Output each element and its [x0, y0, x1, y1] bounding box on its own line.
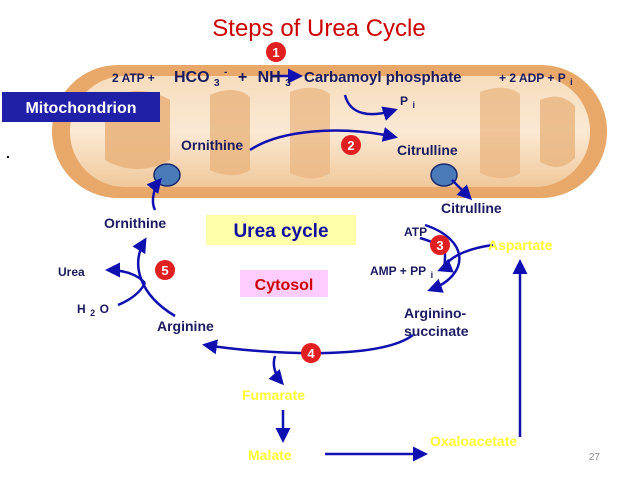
cyto-ornithine: Ornithine [104, 215, 166, 231]
water-h: H [77, 302, 86, 316]
page-title: Steps of Urea Cycle [212, 15, 425, 42]
pi-subscript: i [570, 77, 573, 87]
cytosol-label: Cytosol [255, 277, 314, 294]
step-badge-2-text: 2 [347, 138, 354, 153]
urea-cycle-label-box [206, 215, 356, 245]
arrow-pi-release [343, 94, 398, 121]
arrow-citrulline-export [451, 179, 473, 201]
step-badge-1-text: 1 [272, 45, 279, 60]
cyto-citrulline: Citrulline [441, 200, 502, 216]
argininosuccinate-line1: Arginino- [404, 305, 467, 321]
water-o: O [100, 302, 109, 316]
mito-ornithine: Ornithine [181, 137, 243, 153]
step-badge-5: 5 [155, 260, 175, 280]
arrow-amp-out [437, 254, 454, 273]
fumarate-label: Fumarate [242, 387, 305, 403]
urea-cycle-label: Urea cycle [233, 221, 328, 242]
hco3-label: HCO [174, 69, 210, 86]
amp-ppi-label: AMP + PP i [370, 262, 433, 280]
mito-citrulline: Citrulline [397, 142, 458, 158]
adp-products: + 2 ADP + P i [499, 69, 573, 87]
nh3-label: NH [258, 69, 281, 86]
mitochondrion-label-box [2, 92, 160, 122]
arrow-water-in [117, 282, 147, 307]
pi-text: P [400, 94, 408, 108]
plus-sign: + [238, 69, 247, 86]
top-reaction: 2 ATP + HCO 3 - + NH 3 [112, 62, 291, 90]
hco3-superscript: - [224, 67, 227, 78]
hco3-subscript: 3 [214, 78, 220, 89]
step-badge-3-text: 3 [436, 238, 443, 253]
nh3-subscript: 3 [285, 78, 291, 89]
oxaloacetate-label: Oxaloacetate [430, 433, 517, 449]
pi-released-subscript: i [412, 100, 415, 110]
argininosuccinate-line2: succinate [404, 323, 469, 339]
step-badge-4-text: 4 [307, 346, 315, 361]
malate-label: Malate [248, 447, 292, 463]
citrulline-transporter [430, 163, 458, 187]
arginine-label: Arginine [157, 318, 214, 334]
step-badge-1: 1 [266, 42, 286, 62]
pi-released: P i [400, 92, 415, 110]
mitochondrion-label: Mitochondrion [25, 100, 136, 117]
aspartate-label: Aspartate [488, 237, 553, 253]
arrow-ornithine-to-citrulline [249, 127, 398, 152]
arrow-urea-out [105, 262, 146, 284]
step-badge-2: 2 [341, 135, 361, 155]
atp-reactant: 2 ATP + [112, 71, 155, 85]
adp-text: + 2 ADP + P [499, 71, 566, 85]
step-badge-3: 3 [430, 235, 450, 255]
amp-ppi-text: AMP + PP [370, 264, 426, 278]
stray-dot: . [6, 145, 10, 161]
water-label: H 2 O [77, 300, 109, 320]
urea-label: Urea [58, 265, 85, 279]
water-subscript: 2 [90, 308, 95, 318]
arrow-aspartate-in [447, 243, 494, 263]
arrow-citrulline-to-argininosuccinate [424, 223, 461, 293]
page-number: 27 [589, 452, 601, 463]
arrow-to-fumarate [268, 355, 284, 386]
arrow-ornithine-import [146, 177, 162, 211]
carbamoyl-phosphate: Carbamoyl phosphate [304, 69, 462, 86]
step-badge-5-text: 5 [161, 263, 168, 278]
step-badge-4: 4 [301, 343, 321, 363]
ppi-subscript: i [431, 270, 434, 280]
atp-label: ATP [404, 225, 427, 239]
cytosol-label-box [240, 270, 328, 297]
